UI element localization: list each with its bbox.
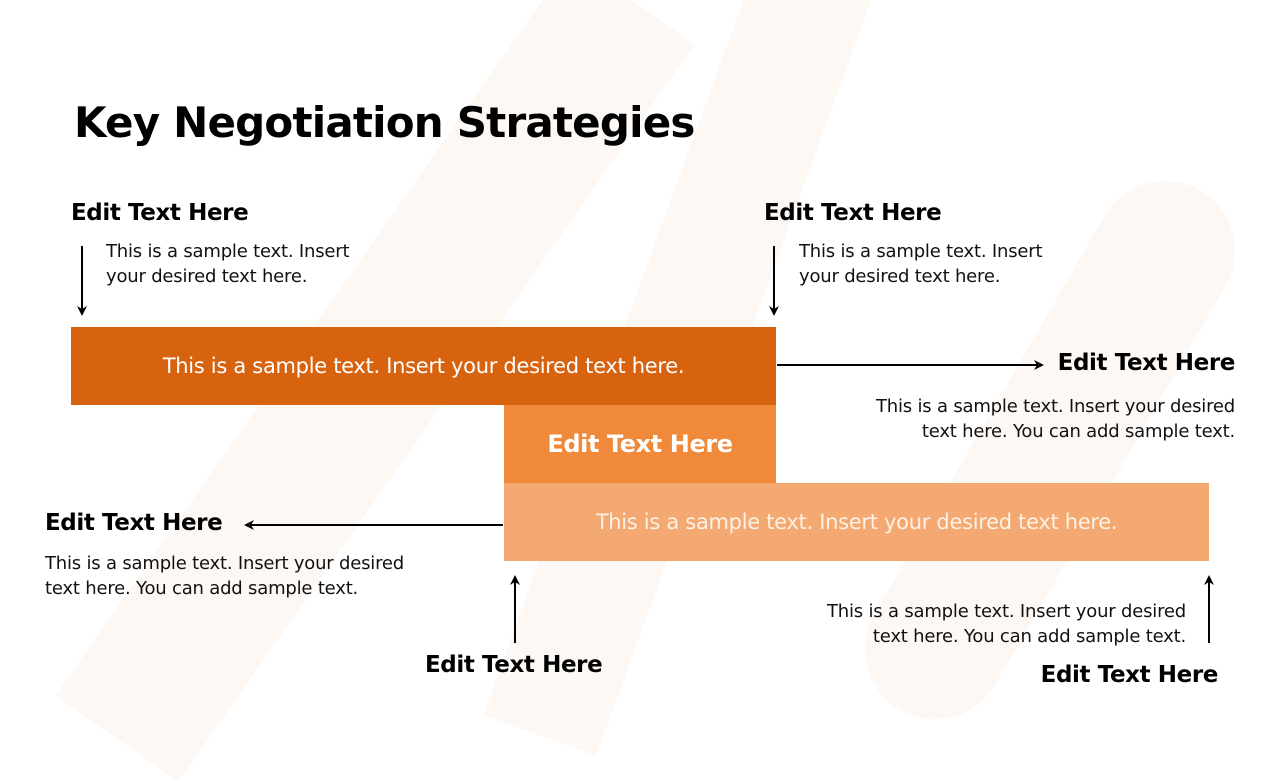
- callout-left-line-1: This is a sample text. Insert your desir…: [45, 553, 405, 574]
- callout-bottom-right-line-2: text here. You can add sample text.: [872, 626, 1186, 647]
- callout-top-right-line-2: your desired text here.: [799, 266, 1001, 287]
- bar-dark[interactable]: This is a sample text. Insert your desir…: [71, 327, 776, 405]
- bar-light[interactable]: This is a sample text. Insert your desir…: [504, 483, 1209, 561]
- callout-left-heading: Edit Text Here: [45, 510, 223, 536]
- callout-right-body: This is a sample text. Insert your desir…: [815, 394, 1235, 444]
- callout-right-line-1: This is a sample text. Insert your desir…: [875, 396, 1235, 417]
- bar-dark-text: This is a sample text. Insert your desir…: [162, 354, 685, 378]
- bar-mid-heading: Edit Text Here: [547, 430, 733, 458]
- callout-right-line-2: text here. You can add sample text.: [921, 421, 1235, 442]
- callout-top-right-heading: Edit Text Here: [764, 200, 942, 226]
- slide-title: Key Negotiation Strategies: [74, 98, 695, 147]
- callout-top-left-body: This is a sample text. Insert your desir…: [106, 239, 406, 289]
- bar-light-text: This is a sample text. Insert your desir…: [595, 510, 1118, 534]
- callout-top-left-heading: Edit Text Here: [71, 200, 249, 226]
- callout-bottom-right-body: This is a sample text. Insert your desir…: [766, 599, 1186, 649]
- bar-mid[interactable]: Edit Text Here: [504, 405, 776, 483]
- callout-left-body: This is a sample text. Insert your desir…: [45, 551, 465, 601]
- callout-top-left-line-1: This is a sample text. Insert: [106, 241, 350, 262]
- callout-bottom-right-line-1: This is a sample text. Insert your desir…: [826, 601, 1186, 622]
- callout-left-line-2: text here. You can add sample text.: [45, 578, 359, 599]
- callout-top-left-line-2: your desired text here.: [106, 266, 308, 287]
- callout-right-heading: Edit Text Here: [1057, 350, 1236, 376]
- callout-bottom-right-heading: Edit Text Here: [1040, 662, 1219, 688]
- connector-arrows: [77, 246, 1214, 643]
- callout-top-right-body: This is a sample text. Insert your desir…: [799, 239, 1099, 289]
- callout-top-right-line-1: This is a sample text. Insert: [799, 241, 1043, 262]
- callout-bottom-center-heading: Edit Text Here: [425, 652, 603, 678]
